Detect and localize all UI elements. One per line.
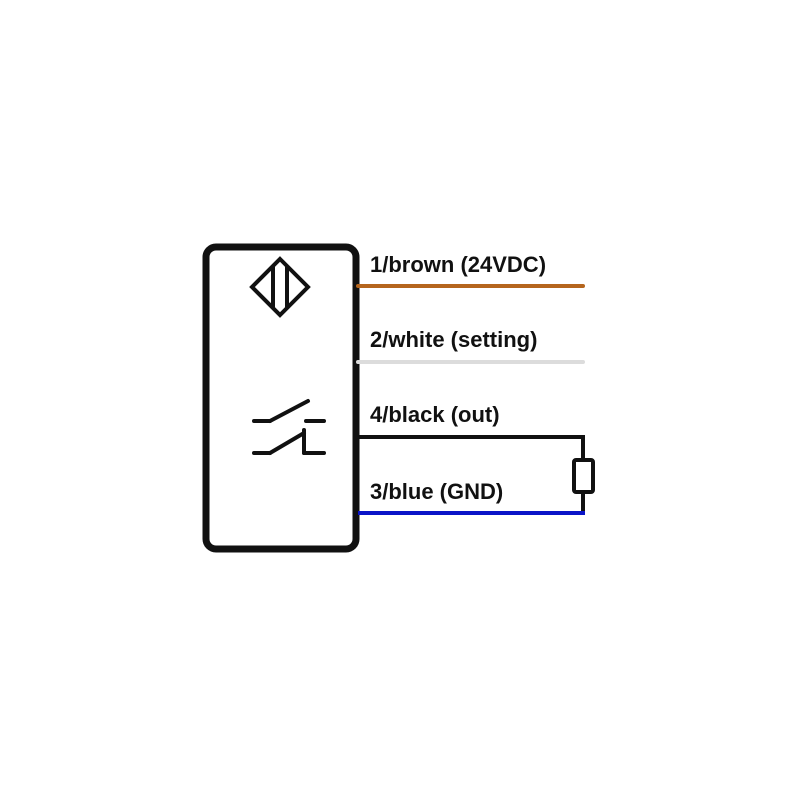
switch-output-icon bbox=[252, 399, 326, 455]
wire-label-blue: 3/blue (GND) bbox=[370, 479, 504, 504]
capacitive-sensor-icon bbox=[249, 256, 311, 318]
wire-black bbox=[358, 435, 585, 460]
sensor-body bbox=[202, 243, 360, 553]
wire-label-black: 4/black (out) bbox=[370, 402, 500, 427]
resistor-icon bbox=[572, 458, 595, 494]
wire-label-brown: 1/brown (24VDC) bbox=[370, 252, 547, 277]
wire-label-white: 2/white (setting) bbox=[370, 327, 538, 352]
